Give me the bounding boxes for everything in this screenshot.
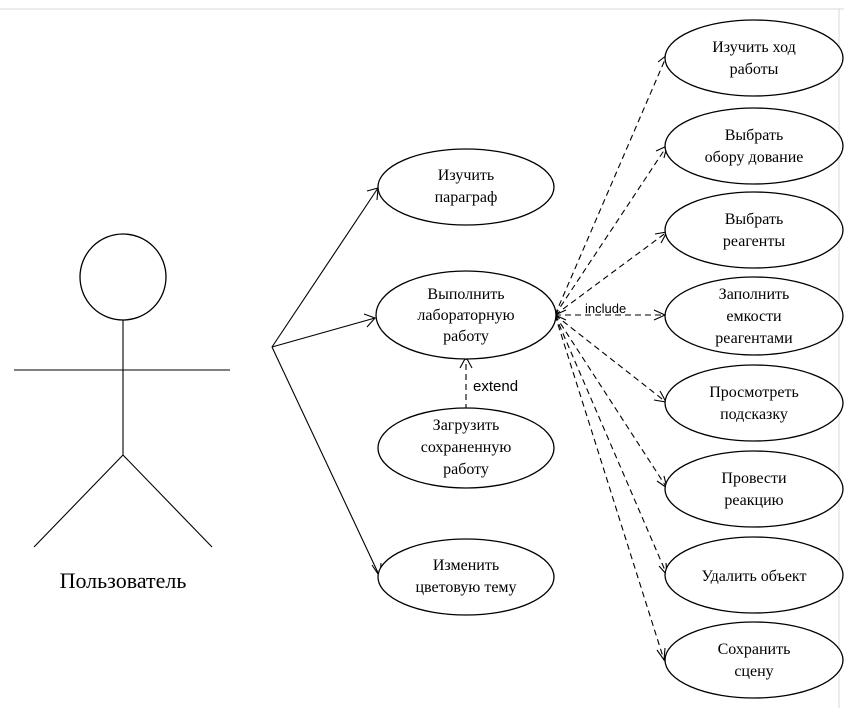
include-line-choose-equipment bbox=[554, 145, 668, 316]
include-line-view-hint bbox=[554, 314, 667, 403]
actor-head bbox=[79, 233, 167, 321]
use-case-label-line: Изучить ход bbox=[712, 39, 796, 56]
include-arrow-save-scene bbox=[656, 647, 666, 662]
include-line-run-reaction bbox=[554, 314, 668, 489]
actor-label: Пользователь bbox=[60, 568, 187, 593]
extend-label: extend bbox=[473, 378, 518, 395]
use-case-choose-reagents: Выбрать реагенты bbox=[664, 191, 844, 269]
assoc-line-change-theme bbox=[271, 346, 381, 578]
use-case-ellipse bbox=[664, 191, 844, 269]
use-case-label-line: работу bbox=[443, 328, 489, 345]
use-case-label-line: цветовую тему bbox=[415, 579, 516, 596]
use-case-label-line: Выбрать bbox=[725, 211, 784, 228]
associations bbox=[271, 187, 382, 579]
include-relations: include bbox=[553, 53, 669, 662]
use-case-do-lab: Выполнить лабораторную работу bbox=[375, 270, 557, 360]
include-line-delete-object bbox=[554, 314, 668, 576]
use-case-label-line: Провести bbox=[721, 470, 787, 487]
include-arrow-view-hint bbox=[653, 390, 668, 403]
use-case-save-scene: Сохранить сцену bbox=[664, 621, 844, 699]
use-case-label-line: емкости bbox=[726, 308, 782, 325]
use-case-run-reaction: Провести реакцию bbox=[664, 450, 844, 528]
use-case-ellipse bbox=[664, 364, 844, 442]
use-case-study-paragraph: Изучить параграф bbox=[377, 148, 555, 226]
use-case-label-line: подсказку bbox=[720, 406, 788, 423]
use-case-ellipse bbox=[664, 19, 844, 97]
use-case-label-line: обору дование bbox=[705, 149, 804, 166]
use-case-label-line: сцену bbox=[734, 663, 773, 680]
actor-left-leg bbox=[33, 454, 124, 548]
use-case-load-saved: Загрузить сохраненную работу bbox=[377, 407, 555, 489]
use-case-label-line: Сохранить bbox=[718, 641, 791, 658]
include-line-study-procedure bbox=[554, 54, 668, 316]
use-case-label-line: Просмотреть bbox=[709, 384, 799, 401]
assoc-line-study-paragraph bbox=[271, 187, 379, 348]
use-case-label-line: Выполнить bbox=[427, 286, 504, 303]
use-case-ellipse bbox=[664, 450, 844, 528]
use-case-view-hint: Просмотреть подсказку bbox=[664, 364, 844, 442]
use-case-change-theme: Изменить цветовую тему bbox=[377, 538, 555, 616]
use-case-ellipse bbox=[664, 621, 844, 699]
include-line-choose-reagents bbox=[554, 231, 668, 316]
use-case-delete-object: Удалить объект bbox=[664, 536, 844, 614]
include-line-save-scene bbox=[554, 314, 665, 661]
actor-user: Пользователь bbox=[14, 233, 230, 593]
extend-relation: extend bbox=[459, 355, 518, 410]
assoc-arrow-do-lab bbox=[363, 313, 376, 328]
use-case-label-line: работы bbox=[730, 61, 779, 78]
use-case-label-line: реакцию bbox=[724, 492, 783, 509]
use-case-label-line: параграф bbox=[435, 189, 498, 206]
use-case-label-line: Заполнить bbox=[719, 286, 790, 303]
use-case-ellipse bbox=[375, 270, 557, 360]
include-label: include bbox=[585, 301, 626, 316]
use-case-ellipse bbox=[377, 148, 555, 226]
use-case-label-line: Изменить bbox=[433, 557, 499, 574]
use-case-label-line: работу bbox=[443, 461, 489, 478]
use-case-label-line: реагентами bbox=[715, 330, 793, 347]
use-case-study-procedure: Изучить ход работы bbox=[664, 19, 844, 97]
use-case-fill-containers: Заполнить емкости реагентами bbox=[664, 276, 844, 356]
use-case-ellipse bbox=[664, 276, 844, 356]
use-case-label-line: Загрузить bbox=[433, 417, 500, 434]
use-case-ellipse bbox=[377, 407, 555, 489]
use-case-label-line: лабораторную bbox=[417, 307, 514, 324]
actor-right-leg bbox=[122, 454, 213, 548]
use-case-label-line: сохраненную bbox=[421, 439, 512, 456]
use-case-ellipse bbox=[377, 538, 555, 616]
assoc-line-do-lab bbox=[271, 317, 376, 348]
use-case-label-line: реагенты bbox=[723, 233, 785, 250]
use-case-ellipse bbox=[664, 536, 844, 614]
use-case-label-line: Выбрать bbox=[725, 127, 784, 144]
use-case-choose-equipment: Выбрать обору дование bbox=[664, 107, 844, 185]
use-case-label-line: Удалить объект bbox=[702, 568, 807, 585]
use-case-label-line: Изучить bbox=[438, 167, 494, 184]
use-case-ellipse bbox=[664, 107, 844, 185]
